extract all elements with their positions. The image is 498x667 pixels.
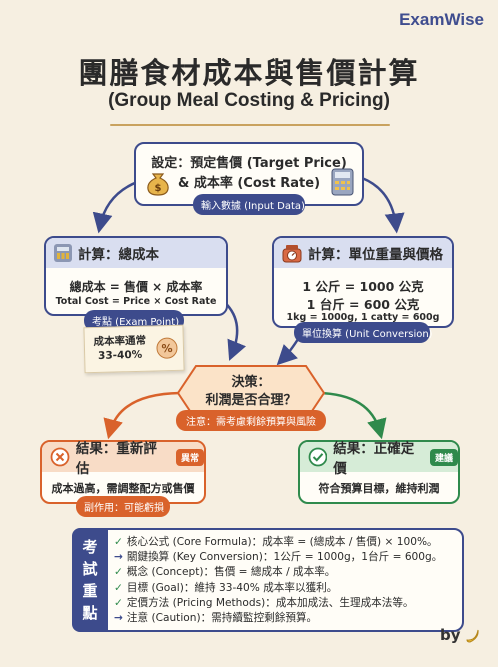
list-item: →關鍵換算 (Key Conversion)：1公斤 = 1000g，1台斤 =… xyxy=(114,551,443,564)
list-item: ✓概念 (Concept)：售價 = 總成本 / 成本率。 xyxy=(114,566,336,579)
arrow-input-to-unit xyxy=(361,176,405,234)
exam-key-points-tab: 考 試 重 點 xyxy=(72,528,108,632)
page-title: 團膳食材成本與售價計算 xyxy=(78,56,420,90)
total-cost-header: 計算：總成本 xyxy=(46,238,226,268)
check-icon: ✓ xyxy=(114,596,123,609)
result-correct-box: 結果：正確定價 建議 符合預算目標，維持利潤 xyxy=(298,440,460,504)
unit-line-2: 1 台斤 = 600 公克 xyxy=(306,297,420,312)
exam-key-points-panel xyxy=(72,528,464,632)
arrow-decision-to-bad xyxy=(103,391,181,440)
decision-label: 決策： xyxy=(231,375,271,390)
decision-question: 利潤是否合理？ xyxy=(205,393,297,408)
cost-rate-note-card: 成本率通常 33-40% % xyxy=(83,324,185,374)
check-icon: ✓ xyxy=(114,581,123,594)
list-item: ✓目標 (Goal)：維持 33-40% 成本率以獲利。 xyxy=(114,581,338,594)
check-circle-icon xyxy=(308,447,328,467)
result-reevaluate-box: 結果：重新評估 異常 成本過高，需調整配方或售價 xyxy=(40,440,206,504)
arrow-right-icon: → xyxy=(114,612,123,625)
tab-char-4: 點 xyxy=(82,604,98,622)
tab-char-3: 重 xyxy=(82,582,98,600)
tab-char-2: 試 xyxy=(82,560,98,578)
abnormal-badge: 異常 xyxy=(175,448,204,466)
percent-badge-icon: % xyxy=(156,337,178,359)
unit-conversion-box: 計算：單位重量與價格 1 公斤 = 1000 公克 1 台斤 = 600 公克 … xyxy=(272,236,454,328)
result-reevaluate-text: 成本過高，需調整配方或售價 xyxy=(51,482,195,495)
arrow-decision-to-good xyxy=(317,391,387,440)
result-correct-header: 結果：正確定價 建議 xyxy=(300,441,458,477)
money-bag-icon: $ xyxy=(147,173,169,196)
note-line-1: 成本率通常 xyxy=(93,334,147,349)
unit-conversion-header: 計算：單位重量與價格 xyxy=(274,238,452,268)
note-line-2: 33-40% xyxy=(97,348,143,362)
banana-icon xyxy=(466,629,479,643)
list-item: ✓定價方法 (Pricing Methods)：成本加成法、生理成本法等。 xyxy=(114,596,414,609)
svg-text:$: $ xyxy=(155,183,162,194)
calculator-icon xyxy=(54,244,72,262)
arrow-right-icon: → xyxy=(114,551,123,564)
unit-line-1: 1 公斤 = 1000 公克 xyxy=(302,279,424,294)
scale-icon xyxy=(282,245,302,263)
x-circle-icon xyxy=(50,447,70,467)
side-effect-pill: 副作用：可能虧損 xyxy=(76,496,170,517)
result-correct-title: 結果：正確定價 xyxy=(333,441,415,477)
tab-char-1: 考 xyxy=(82,538,98,556)
total-cost-box: 計算：總成本 總成本 = 售價 × 成本率 Total Cost = Price… xyxy=(44,236,228,316)
result-reevaluate-header: 結果：重新評估 異常 xyxy=(42,441,204,477)
recommended-badge: 建議 xyxy=(429,448,458,466)
input-line-2: & 成本率 (Cost Rate) xyxy=(177,176,321,191)
unit-conversion-title: 計算：單位重量與價格 xyxy=(308,247,443,263)
total-cost-formula-en: Total Cost = Price × Cost Rate xyxy=(55,296,217,307)
total-cost-formula-zh: 總成本 = 售價 × 成本率 xyxy=(69,280,203,294)
unit-line-3: 1kg = 1000g, 1 catty = 600g xyxy=(286,312,440,323)
input-data-pill: 輸入數據 (Input Data) xyxy=(193,194,305,215)
svg-text:%: % xyxy=(161,342,172,355)
list-item: ✓核心公式 (Core Formula)：成本率 = (總成本 / 售價) × … xyxy=(114,536,438,548)
brand-logo: ExamWise xyxy=(399,10,484,29)
check-icon: ✓ xyxy=(114,566,123,579)
decision-caution-pill: 注意：需考慮剩餘預算與風險 xyxy=(176,410,326,431)
title-underline xyxy=(110,124,390,126)
footer-credit: by xyxy=(440,626,480,644)
input-line-1: 設定：預定售價 (Target Price) xyxy=(151,156,347,171)
unit-conversion-pill: 單位換算 (Unit Conversion) xyxy=(294,322,433,343)
calculator-icon xyxy=(331,168,354,196)
list-item: →注意 (Caution)：需持續監控剩餘預算。 xyxy=(114,612,318,625)
key-points-list: ✓核心公式 (Core Formula)：成本率 = (總成本 / 售價) × … xyxy=(114,535,460,626)
result-correct-text: 符合預算目標，維持利潤 xyxy=(318,482,440,495)
footer-by: by xyxy=(440,626,461,644)
result-reevaluate-title: 結果：重新評估 xyxy=(75,441,157,477)
page-subtitle: (Group Meal Costing & Pricing) xyxy=(108,90,390,111)
total-cost-title: 計算：總成本 xyxy=(78,247,159,263)
check-icon: ✓ xyxy=(114,536,123,548)
